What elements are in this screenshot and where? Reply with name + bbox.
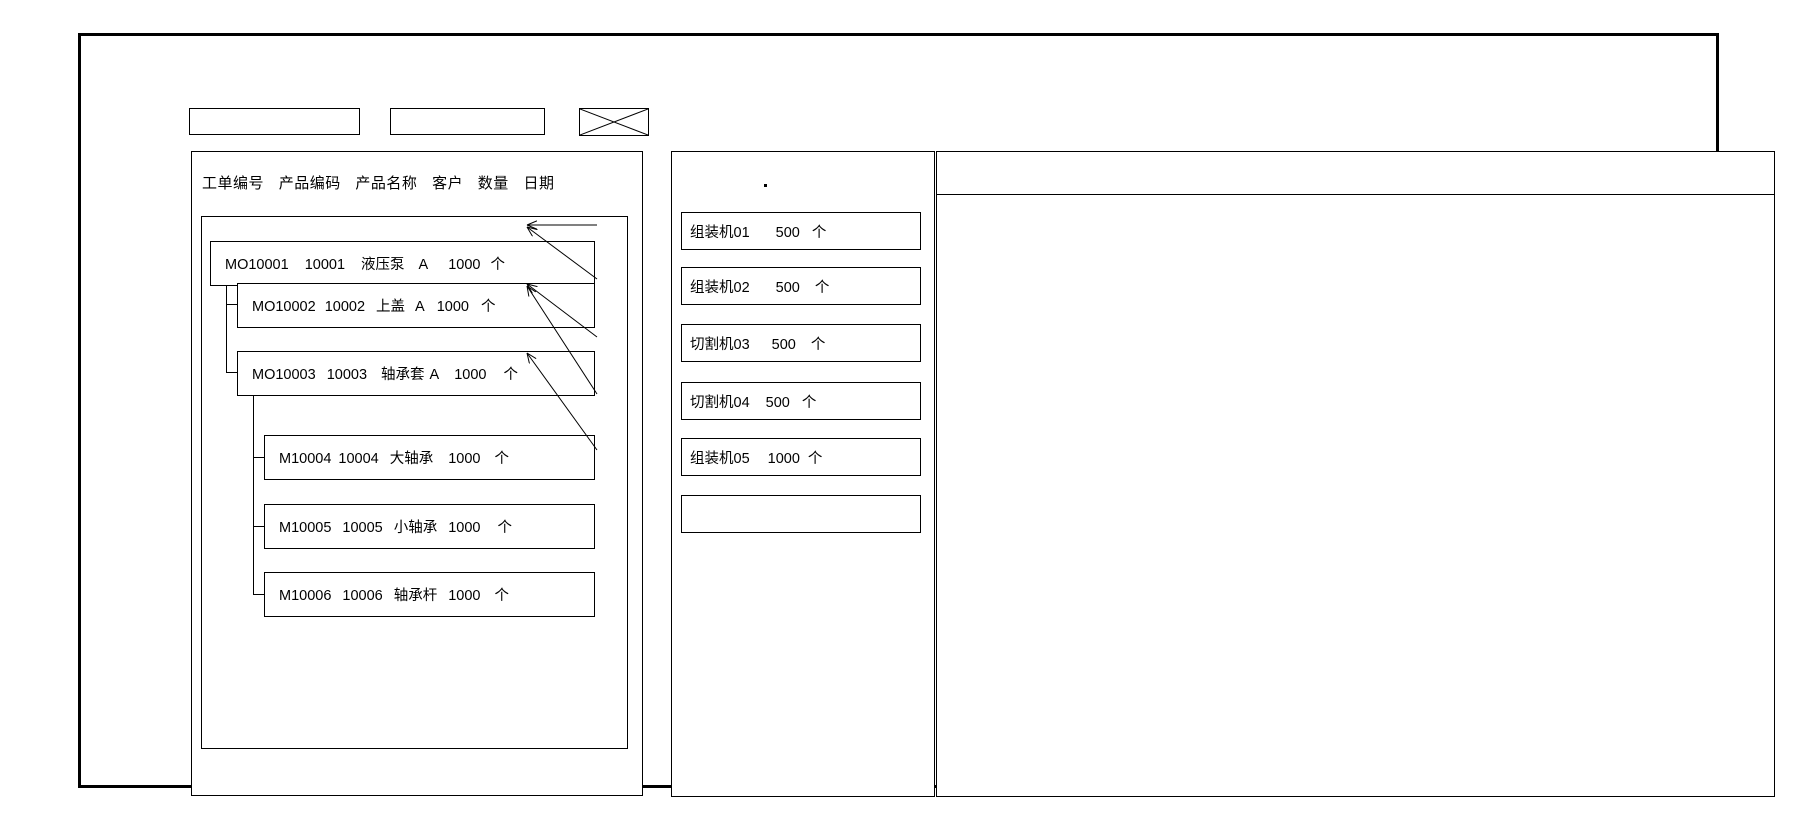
x-crossed-box-icon[interactable] [579, 108, 649, 136]
row-order-no: MO10001 [225, 257, 289, 273]
row-product-code: 10002 [324, 299, 366, 315]
row-unit: 个 [503, 367, 518, 383]
tree-connector-horizontal-3 [253, 457, 264, 458]
row-unit: 个 [497, 520, 513, 536]
table-row[interactable]: M10006 10006 轴承杆 1000 个 [264, 572, 595, 617]
row-product-name: 上盖 [376, 299, 406, 315]
operation-quantity: 500 [771, 336, 796, 353]
column-header-customer: 客户 [432, 175, 464, 192]
row-quantity: 1000 [448, 520, 481, 536]
row-order-no: MO10002 [252, 299, 316, 315]
row-unit: 个 [490, 257, 505, 273]
operation-machine: 切割机04 [690, 394, 750, 411]
tree-connector-horizontal-1 [226, 304, 237, 305]
row-quantity: 1000 [448, 451, 481, 467]
row-product-code: 10006 [342, 588, 383, 604]
tree-connector-horizontal-4 [253, 526, 264, 527]
operation-unit: 个 [814, 279, 830, 296]
column-header-date: 日期 [523, 175, 555, 192]
work-order-panel: 工单编号 产品编码 产品名称 客户 数量 日期 MO100 [191, 151, 643, 796]
table-row[interactable]: M10005 10005 小轴承 1000 个 [264, 504, 595, 549]
work-order-tree: MO10001 10001 液压泵 A 1000 个 MO10002 10002… [201, 216, 628, 749]
row-product-name: 轴承杆 [393, 588, 438, 604]
tree-connector-horizontal-5 [253, 594, 264, 595]
list-item[interactable]: 切割机03 500 个 [681, 324, 921, 362]
list-item[interactable]: 组装机05 1000 个 [681, 438, 921, 476]
operation-machine: 组装机05 [690, 450, 750, 467]
column-header-product-code: 产品编码 [278, 175, 341, 192]
operation-unit: 个 [811, 224, 827, 241]
operation-machine: 组装机01 [690, 224, 750, 241]
operation-quantity: 500 [775, 279, 800, 296]
row-unit: 个 [480, 299, 496, 315]
row-customer: A [418, 257, 429, 273]
table-row[interactable]: M10004 10004 大轴承 1000 个 [264, 435, 595, 480]
tree-connector-vertical-sub [253, 395, 254, 595]
dot-marker-icon [764, 184, 767, 187]
list-item[interactable]: 组装机01 500 个 [681, 212, 921, 250]
tree-connector-horizontal-2 [226, 372, 237, 373]
operation-unit: 个 [801, 394, 817, 411]
table-row[interactable]: MO10001 10001 液压泵 A 1000 个 [210, 241, 595, 286]
window-frame: 工单编号 产品编码 产品名称 客户 数量 日期 MO100 [78, 33, 1775, 797]
row-order-no: MO10003 [252, 367, 316, 383]
toolbar-field-1[interactable] [189, 108, 360, 135]
operation-machine: 组装机02 [690, 279, 750, 296]
row-quantity: 1000 [448, 588, 481, 604]
table-row[interactable]: MO10002 10002 上盖 A 1000 个 [237, 283, 595, 328]
row-product-code: 10005 [342, 520, 383, 536]
operation-quantity: 1000 [767, 450, 800, 467]
operation-quantity: 500 [765, 394, 790, 411]
row-quantity: 1000 [454, 367, 487, 383]
column-header-product-name: 产品名称 [355, 175, 418, 192]
row-order-no: M10006 [279, 588, 332, 604]
column-header-order-no: 工单编号 [202, 175, 265, 192]
operation-unit: 个 [810, 336, 826, 353]
row-quantity: 1000 [448, 257, 481, 273]
row-order-no: M10005 [279, 520, 332, 536]
row-customer: A [415, 299, 425, 315]
list-item[interactable]: 切割机04 500 个 [681, 382, 921, 420]
row-product-name: 液压泵 [361, 257, 405, 273]
row-product-name: 大轴承 [389, 451, 434, 467]
list-item-empty[interactable] [681, 495, 921, 533]
column-header-quantity: 数量 [477, 175, 509, 192]
row-product-name: 轴承套 [381, 367, 425, 383]
table-row[interactable]: MO10003 10003 轴承套 A 1000 个 [237, 351, 595, 396]
detail-panel [936, 151, 1775, 797]
toolbar-field-2[interactable] [390, 108, 545, 135]
list-item[interactable]: 组装机02 500 个 [681, 267, 921, 305]
operation-machine: 切割机03 [690, 336, 750, 353]
operation-panel: 组装机01 500 个 组装机02 500 个 切割机03 500 个 [671, 151, 935, 797]
row-product-code: 10004 [338, 451, 379, 467]
row-order-no: M10004 [279, 451, 332, 467]
tree-connector-vertical-root [226, 263, 227, 373]
operation-quantity: 500 [775, 224, 800, 241]
row-quantity: 1000 [436, 299, 469, 315]
row-customer: A [429, 367, 440, 383]
row-unit: 个 [494, 588, 510, 604]
detail-panel-header [937, 152, 1774, 195]
column-headers: 工单编号 产品编码 产品名称 客户 数量 日期 [202, 172, 554, 193]
row-product-name: 小轴承 [393, 520, 438, 536]
row-unit: 个 [494, 451, 510, 467]
row-product-code: 10003 [326, 367, 368, 383]
operation-unit: 个 [807, 450, 823, 467]
row-product-code: 10001 [304, 257, 346, 273]
